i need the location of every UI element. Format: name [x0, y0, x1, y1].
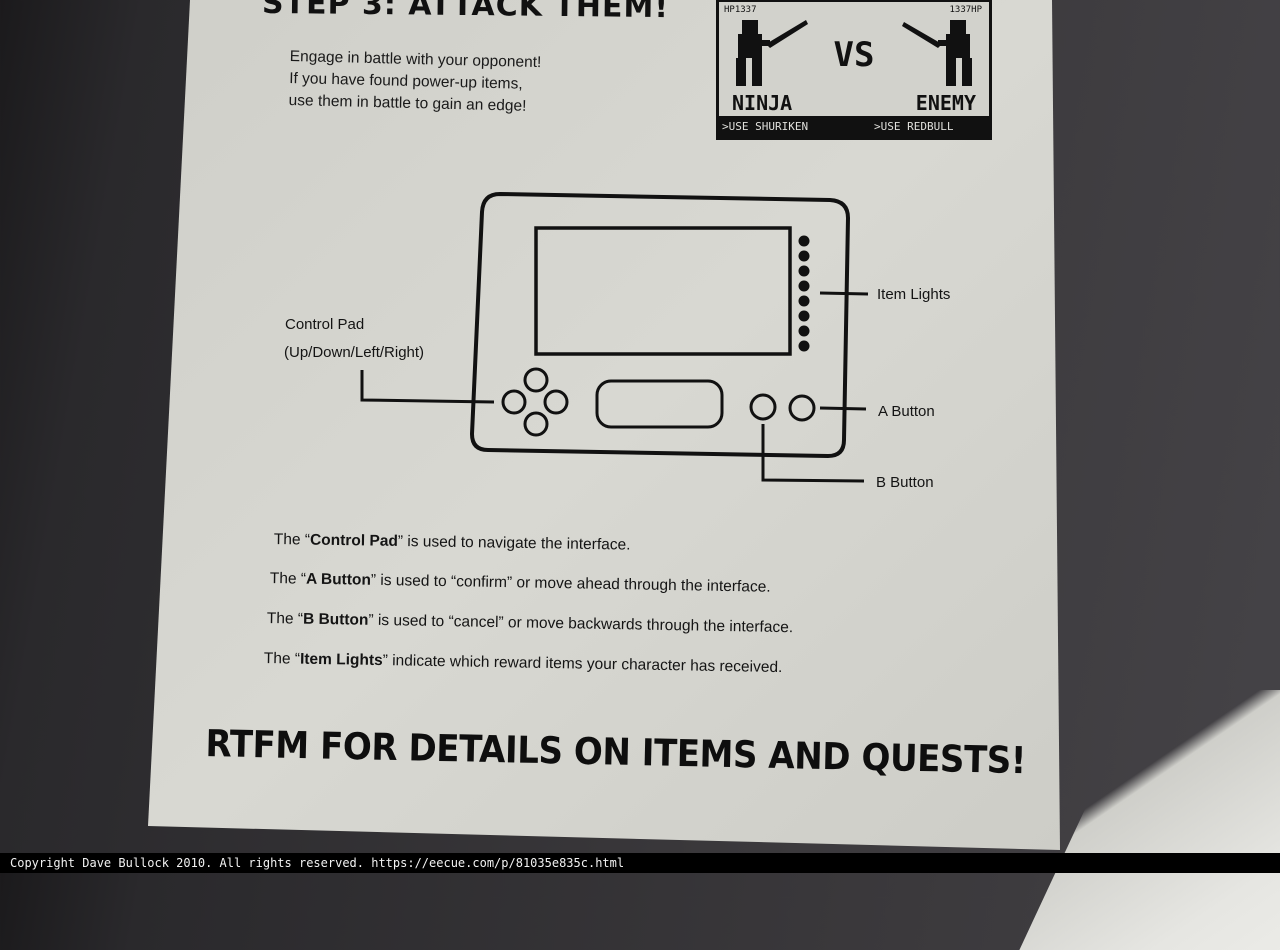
desc-term: B Button: [302, 610, 369, 629]
desc-term: A Button: [305, 570, 372, 589]
a-button-label: A Button: [878, 403, 935, 420]
ninja-action-text: >USE SHURIKEN: [722, 120, 808, 133]
vs-text: VS: [834, 35, 875, 75]
device-screen: [534, 226, 792, 356]
enemy-action-text: >USE REDBULL: [874, 120, 954, 133]
b-button-label: B Button: [876, 474, 934, 491]
desc-term: Control Pad: [309, 531, 399, 550]
control-pad-icon: [501, 367, 569, 437]
control-pad-directions-label: (Up/Down/Left/Right): [284, 344, 425, 361]
ninja-sprite-icon: [736, 20, 808, 86]
right-hp-text: 1337HP: [949, 5, 982, 15]
desc-prefix: The “: [269, 570, 307, 588]
photo-copyright-caption: Copyright Dave Bullock 2010. All rights …: [0, 853, 1280, 873]
item-lights-icon: [798, 235, 810, 352]
desc-prefix: The “: [263, 650, 301, 668]
control-pad-label: Control Pad: [285, 316, 365, 333]
desc-term: Item Lights: [299, 650, 383, 670]
device-diagram: [360, 191, 869, 483]
center-slot: [595, 379, 724, 429]
desc-prefix: The “: [273, 531, 311, 549]
a-button-icon: [788, 394, 816, 422]
desc-prefix: The “: [266, 610, 304, 628]
enemy-sprite-icon: [902, 20, 972, 86]
callout-lines: [360, 291, 869, 483]
instruction-sheet: STEP 3: ATTACK THEM! Engage in battle wi…: [148, 0, 1060, 850]
left-hp-text: HP1337: [724, 5, 757, 15]
enemy-name-text: ENEMY: [916, 91, 976, 115]
ninja-name-text: NINJA: [732, 91, 792, 115]
device-outline: [469, 191, 851, 459]
item-lights-label: Item Lights: [877, 286, 951, 303]
desc-suffix: ” is used to navigate the interface.: [397, 532, 631, 554]
b-button-icon: [749, 393, 777, 421]
battle-screen-illustration: HP1337 1337HP VS NINJA ENEMY >USE SHURIK…: [716, 0, 992, 140]
